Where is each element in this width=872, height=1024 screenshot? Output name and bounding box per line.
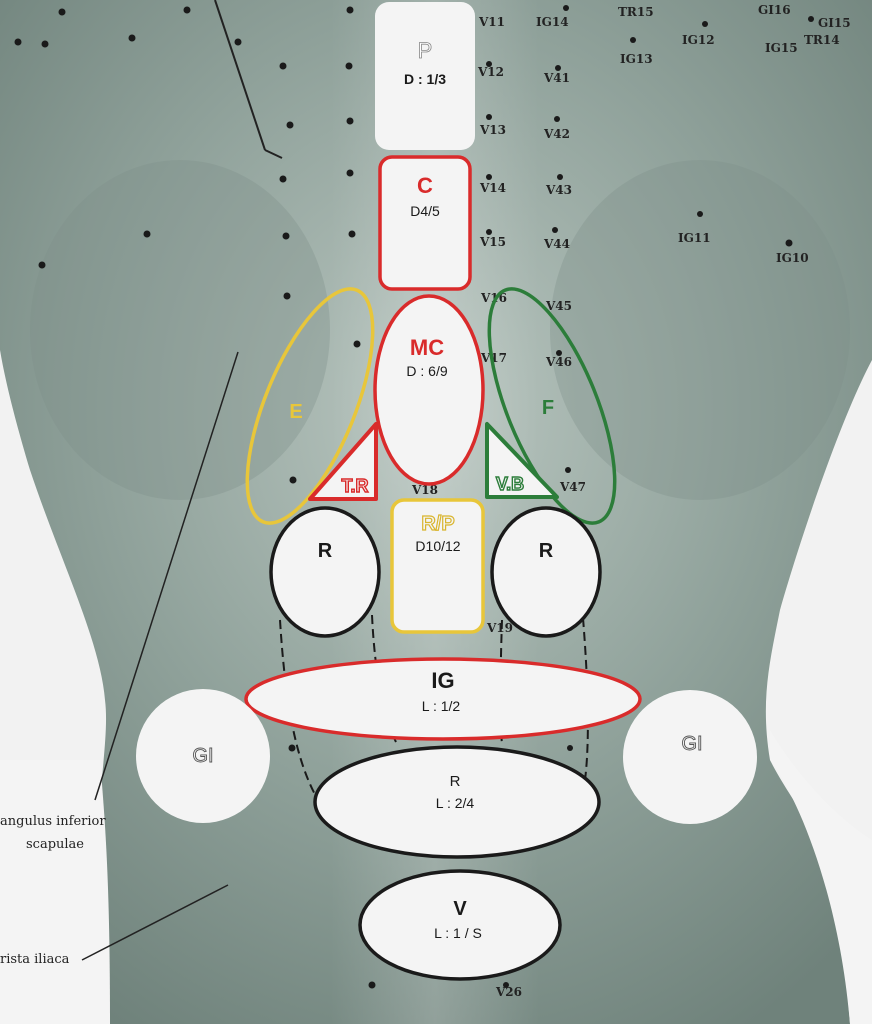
angulus-label-line2: scapulae <box>26 837 84 852</box>
point-v46: V46 <box>545 355 572 369</box>
organ-c-box <box>378 155 472 291</box>
point-v26: V26 <box>495 985 522 999</box>
organ-f-title: F <box>542 397 554 419</box>
organ-mc-title: MC <box>410 335 444 360</box>
point-v44: V44 <box>543 237 570 251</box>
organ-p-title: P <box>418 38 433 63</box>
organ-r-right-circle <box>490 506 602 638</box>
organ-rp-title: R/P <box>421 513 454 535</box>
point-v17: V17 <box>480 351 507 365</box>
point-gi16: GI16 <box>758 3 791 17</box>
angulus-label-line1: angulus inferior <box>0 814 106 829</box>
crista-leader-line <box>81 884 229 961</box>
crista-label: rista iliaca <box>0 952 70 967</box>
organ-ig-oval <box>244 657 642 741</box>
organ-gi-right-title: GI <box>681 733 702 755</box>
point-ig11: IG11 <box>678 231 711 245</box>
organ-f-outline <box>487 287 617 525</box>
organ-tr-triangle <box>308 422 378 501</box>
point-v41: V41 <box>543 71 570 85</box>
organ-gi-left-circle <box>136 689 270 823</box>
point-tr15: TR15 <box>618 5 654 19</box>
point-ig14: IG14 <box>536 15 569 29</box>
organ-r-lumbar-oval <box>313 745 601 859</box>
organ-e-outline <box>245 287 375 525</box>
left-bg-area <box>0 760 110 1024</box>
point-tr14: TR14 <box>804 33 840 47</box>
acupoint-dots <box>14 5 814 989</box>
organ-v-oval <box>358 869 562 981</box>
organ-e-title: E <box>289 401 302 423</box>
organ-gi-right-circle <box>623 690 757 824</box>
point-v13: V13 <box>479 123 506 137</box>
point-ig12: IG12 <box>682 33 715 47</box>
organ-r-left-title: R <box>318 540 333 562</box>
organ-v-sub: L : 1 / S <box>434 925 482 941</box>
organ-mc-oval <box>373 294 485 486</box>
angulus-leader-line <box>94 351 239 801</box>
point-v43: V43 <box>545 183 572 197</box>
scapula-guide-line-tip <box>264 149 283 159</box>
organ-mc-sub: D : 6/9 <box>406 363 447 379</box>
point-v45: V45 <box>545 299 572 313</box>
point-ig13: IG13 <box>620 52 653 66</box>
point-v47: V47 <box>559 480 586 494</box>
organ-c-sub: D4/5 <box>410 203 440 219</box>
left-scapula-shadow <box>30 160 330 500</box>
organ-p-sub: D : 1/3 <box>404 71 446 87</box>
point-v11: V11 <box>478 15 505 29</box>
organ-vb-triangle <box>485 422 559 499</box>
organ-p-box <box>375 2 475 150</box>
organ-ig-title: IG <box>431 668 454 693</box>
organ-r-left-circle <box>269 506 381 638</box>
point-v12: V12 <box>477 65 504 79</box>
organ-v-title: V <box>453 898 467 920</box>
organ-ig-sub: L : 1/2 <box>422 698 461 714</box>
organ-r-lumbar-sub: L : 2/4 <box>436 795 475 811</box>
organ-r-right-title: R <box>539 540 554 562</box>
organ-rp-box <box>390 498 485 634</box>
organ-c-title: C <box>417 173 433 198</box>
point-v19: V19 <box>486 621 513 635</box>
organ-r-lumbar-title: R <box>450 773 461 790</box>
point-v15: V15 <box>479 235 506 249</box>
organ-tr-title: T.R <box>342 476 369 496</box>
point-gi15: GI15 <box>818 16 851 30</box>
point-v14: V14 <box>479 181 506 195</box>
right-bg-area <box>770 730 872 1024</box>
point-v18: V18 <box>411 483 438 497</box>
organ-vb-title: V.B <box>496 474 524 494</box>
point-ig10: IG10 <box>776 251 809 265</box>
point-ig15: IG15 <box>765 41 798 55</box>
organ-gi-left-title: GI <box>192 745 213 767</box>
point-v42: V42 <box>543 127 570 141</box>
organ-rp-sub: D10/12 <box>415 538 460 554</box>
right-scapula-shadow <box>550 160 850 500</box>
scapula-guide-line <box>214 0 266 151</box>
